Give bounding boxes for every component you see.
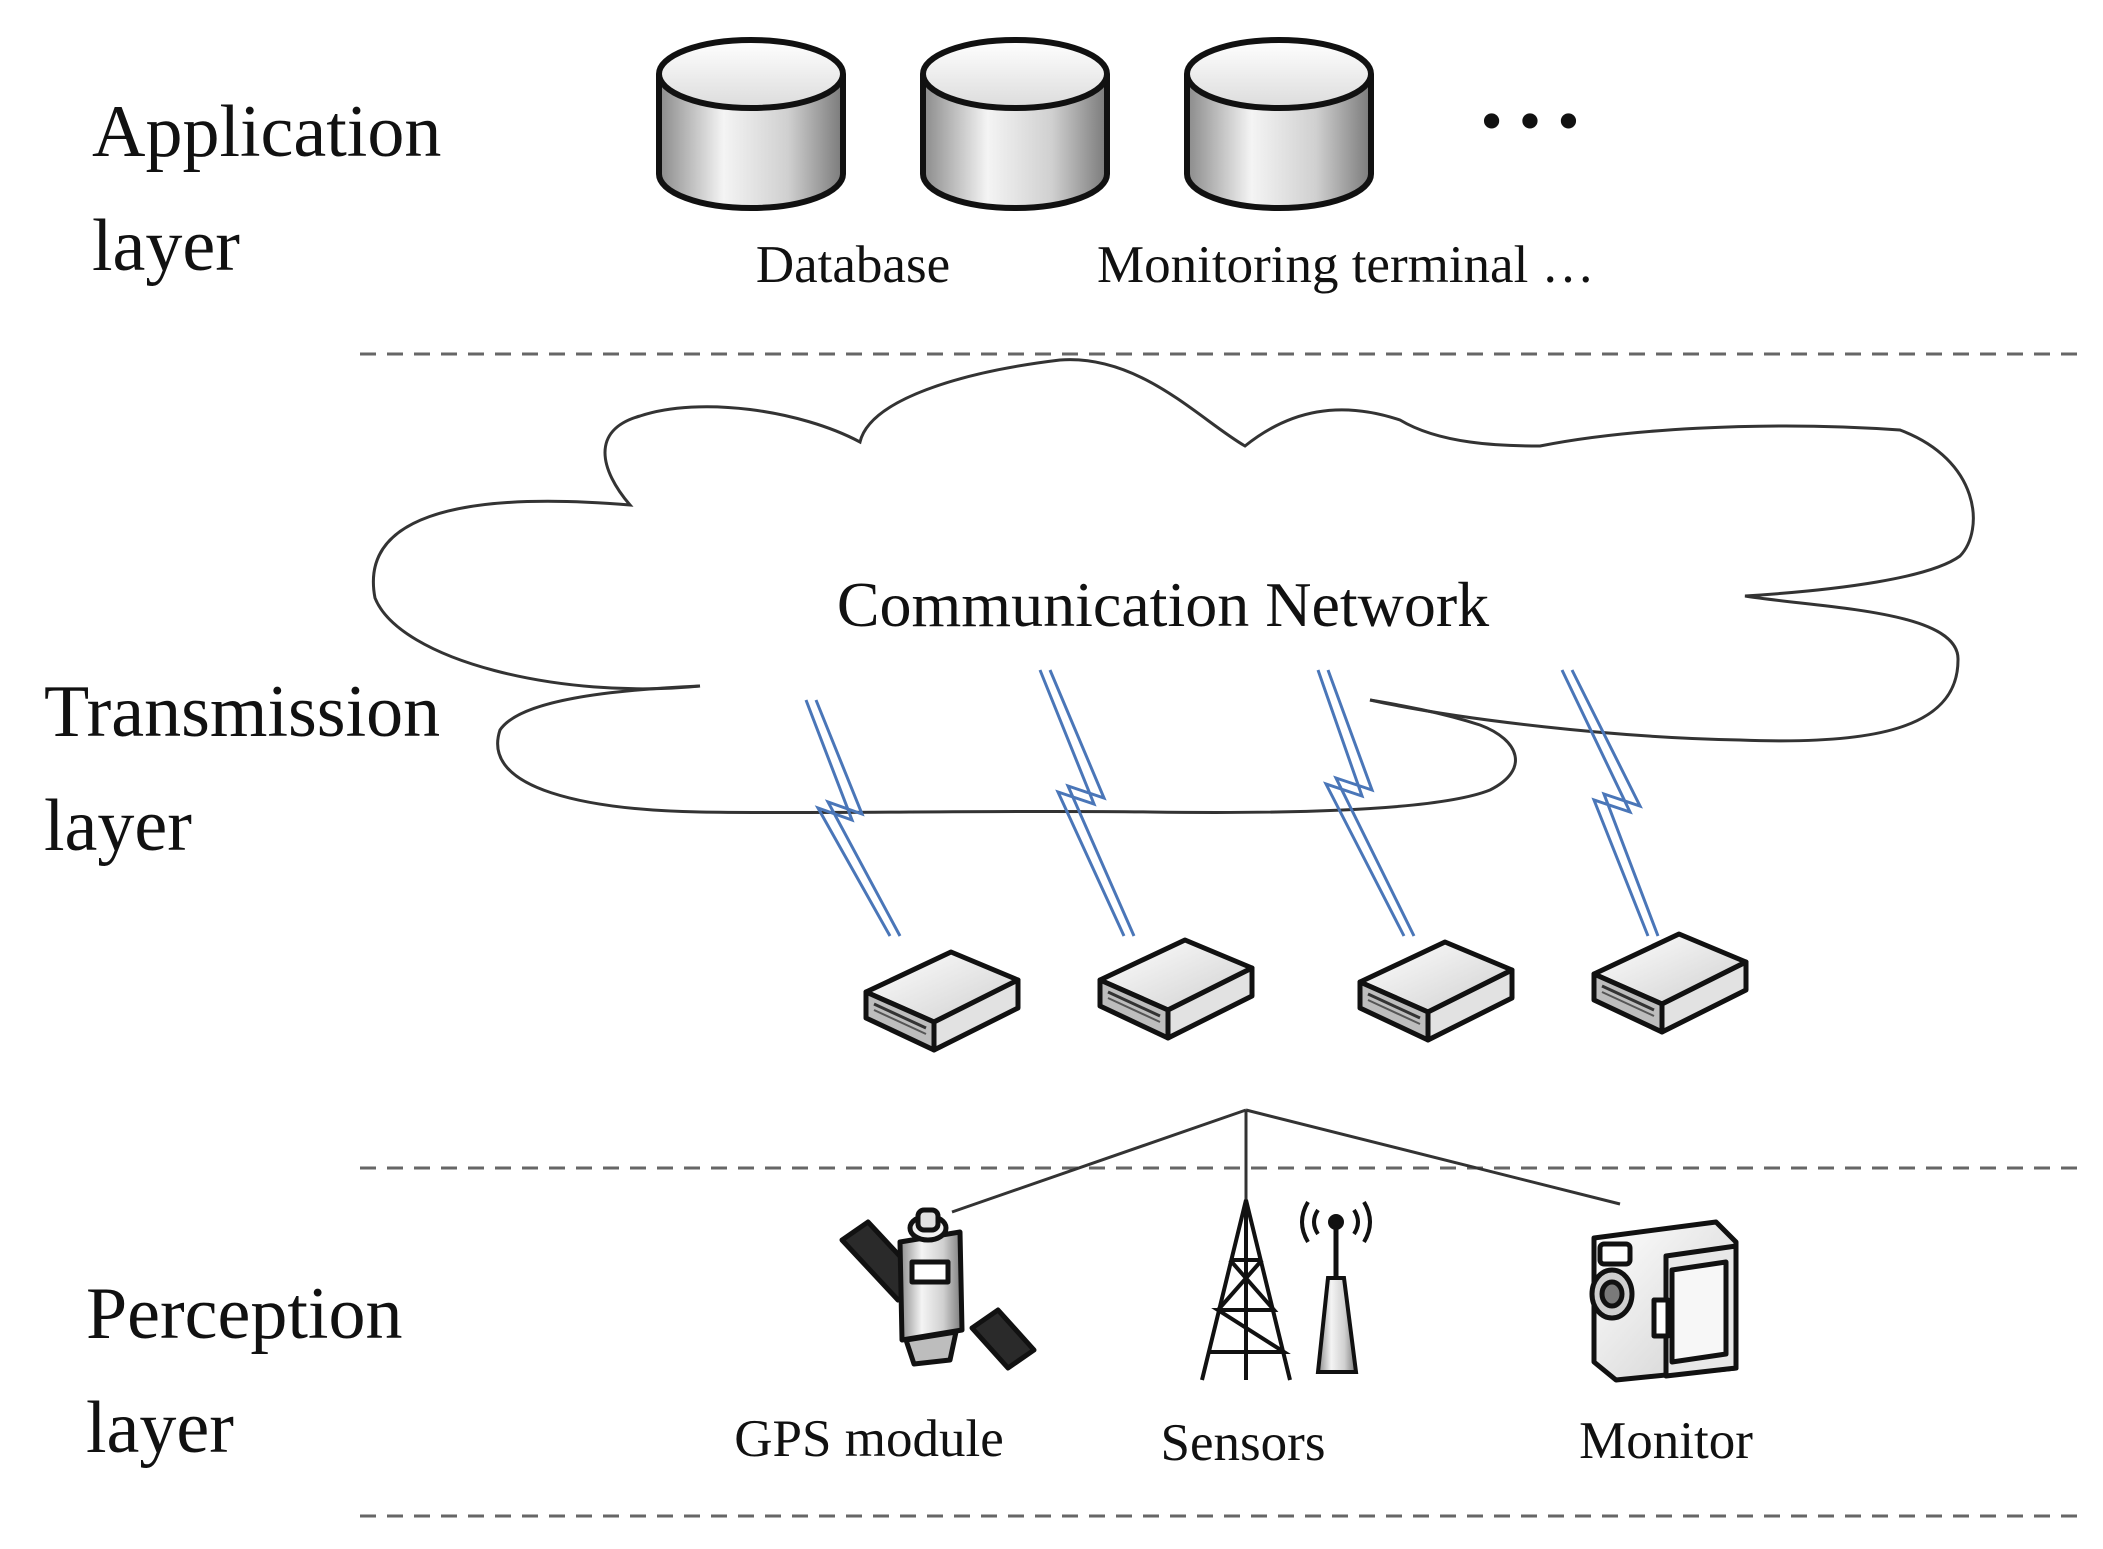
gateway-icon <box>866 952 1018 1050</box>
network-cloud-upper <box>372 358 1975 743</box>
sensors-label: Sensors <box>1161 1414 1326 1472</box>
video-camera-icon <box>1589 1219 1739 1383</box>
monitoring-terminal-label: Monitoring terminal … <box>1097 236 1595 294</box>
radio-tower-icon <box>1200 1199 1292 1381</box>
application-layer-label-line2: layer <box>92 205 240 287</box>
transmission-layer-label-line2: layer <box>44 785 192 867</box>
communication-network-label: Communication Network <box>837 569 1489 640</box>
wireless-link-icon <box>1316 669 1416 937</box>
wireless-link-icon <box>1038 669 1136 937</box>
wireless-link-icon <box>804 699 902 937</box>
application-layer-label: Application <box>92 91 441 173</box>
database-icon <box>659 40 843 208</box>
wireless-antenna-icon <box>1300 1200 1372 1374</box>
gps-module-label: GPS module <box>734 1410 1003 1468</box>
gateway-icon <box>1594 934 1746 1032</box>
perception-layer-label-line2: layer <box>86 1387 234 1469</box>
transmission-layer-label: Transmission <box>44 671 440 753</box>
wireless-link-icon <box>1560 669 1660 937</box>
gateway-icon <box>1360 942 1512 1040</box>
gateway-icon <box>1100 940 1252 1038</box>
monitor-label: Monitor <box>1579 1412 1753 1470</box>
database-label: Database <box>756 236 950 294</box>
device-connection-lines <box>951 1108 1621 1214</box>
more-items-ellipsis: • • • <box>1480 85 1579 156</box>
database-icon <box>1187 40 1371 208</box>
perception-layer-label: Perception <box>86 1273 402 1355</box>
satellite-icon <box>839 1207 1037 1371</box>
database-icon <box>923 40 1107 208</box>
network-cloud-lower <box>496 684 1517 815</box>
